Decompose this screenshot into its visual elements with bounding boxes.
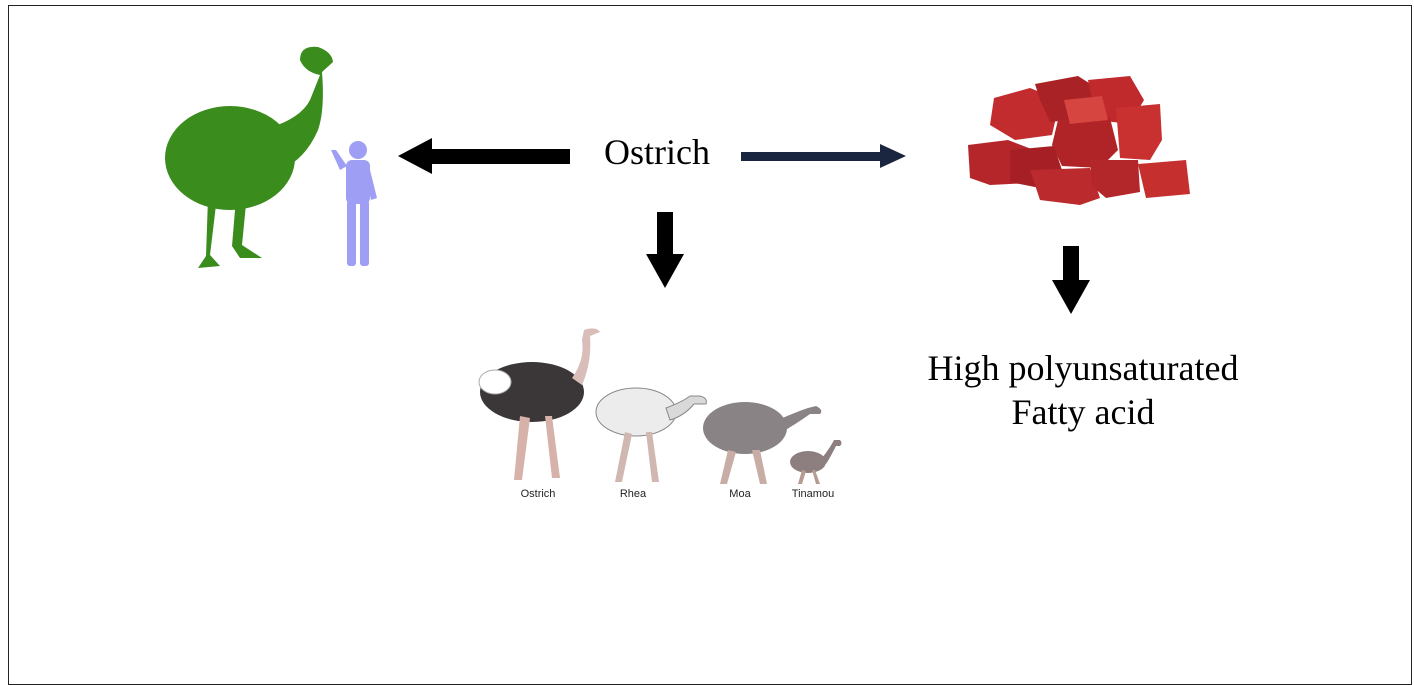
ratite-birds-icon [479,328,842,484]
arrow-down-center [646,212,684,288]
tinamou-drawing [790,440,842,484]
species-label-ostrich: Ostrich [503,488,573,500]
meat-cubes-icon [968,76,1190,205]
arrow-left [398,138,570,174]
species-label-tinamou: Tinamou [778,488,848,500]
human-silhouette-icon [331,141,377,266]
ostrich-drawing [479,328,600,480]
species-label-moa: Moa [705,488,775,500]
species-label-rhea: Rhea [598,488,668,500]
ostrich-label: Ostrich [604,130,710,174]
rhea-drawing [596,388,706,482]
fatty-acid-line-2: Fatty acid [896,390,1270,434]
fatty-acid-label: High polyunsaturated Fatty acid [896,346,1270,434]
moa-silhouette-icon [165,47,333,268]
arrow-down-right [1052,246,1090,314]
arrow-right [741,144,906,168]
fatty-acid-line-1: High polyunsaturated [896,346,1270,390]
